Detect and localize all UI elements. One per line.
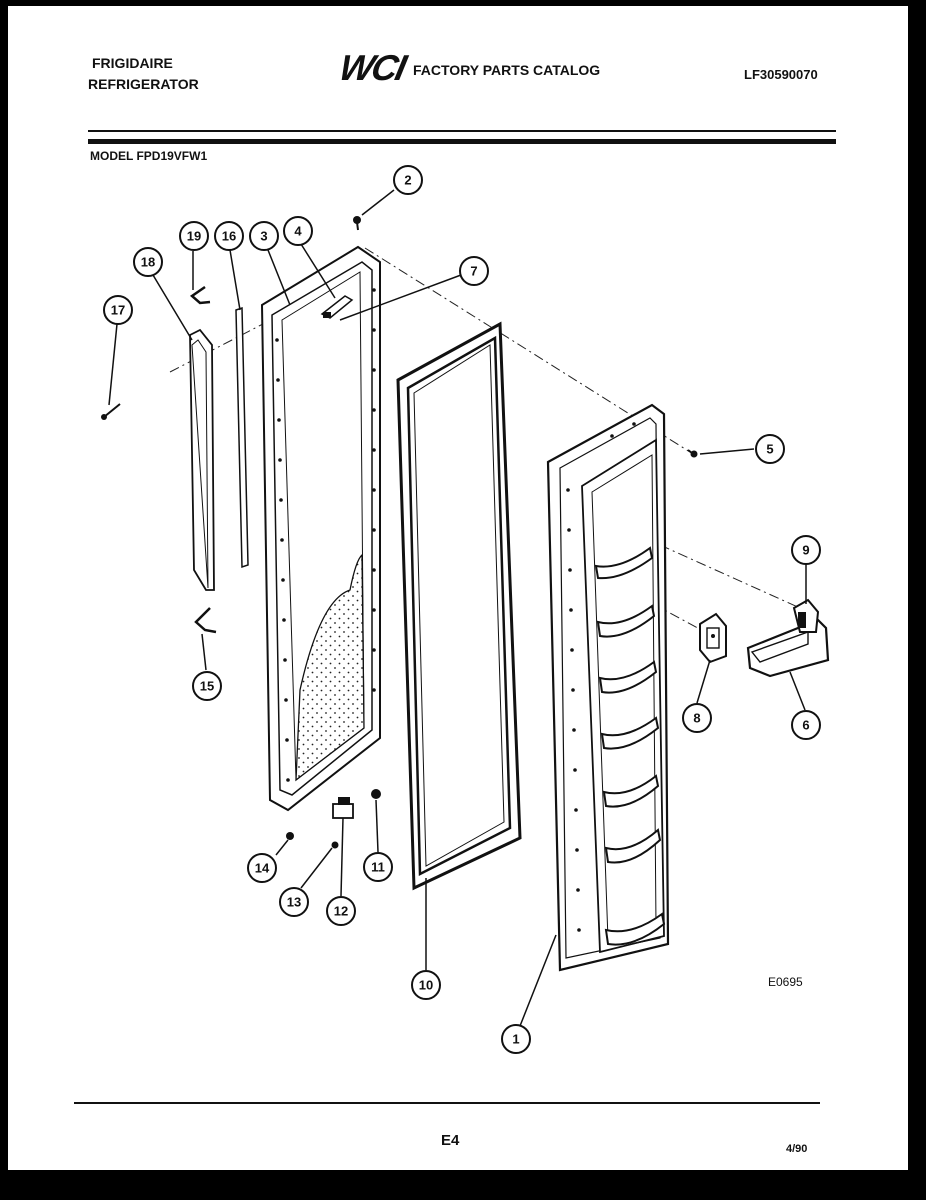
callout-9: 9 [791, 535, 821, 565]
brand-name: FRIGIDAIRE [92, 55, 173, 71]
callout-19: 19 [179, 221, 209, 251]
page-number: E4 [441, 1132, 460, 1149]
header-rule-thick [88, 139, 836, 144]
svg-text:12: 12 [334, 904, 348, 919]
svg-text:16: 16 [222, 229, 236, 244]
vertical-strip [235, 306, 249, 569]
lower-clip [194, 607, 217, 634]
callout-12: 12 [326, 896, 356, 926]
svg-text:8: 8 [693, 711, 700, 726]
callout-4: 4 [283, 216, 313, 246]
callout-8: 8 [682, 703, 712, 733]
svg-text:5: 5 [766, 442, 773, 457]
callout-18: 18 [133, 247, 163, 277]
handle-trim [189, 328, 215, 591]
header-rule [88, 130, 836, 132]
svg-text:6: 6 [802, 718, 809, 733]
callout-6: 6 [791, 710, 821, 740]
screw-17 [101, 403, 121, 420]
door-liner [546, 403, 670, 972]
svg-text:3: 3 [260, 229, 267, 244]
callout-1: 1 [501, 1024, 531, 1054]
model-number: MODEL FPD19VFW1 [90, 149, 208, 163]
callout-17: 17 [103, 295, 133, 325]
callout-3: 3 [249, 221, 279, 251]
parts-catalog-sheet: FRIGIDAIRE REFRIGERATOR WCI FACTORY PART… [8, 6, 908, 1170]
svg-text:2: 2 [404, 173, 411, 188]
product-type: REFRIGERATOR [88, 76, 199, 92]
svg-text:14: 14 [255, 861, 270, 876]
top-hinge-bracket [320, 295, 354, 319]
callout-15: 15 [192, 671, 222, 701]
svg-text:11: 11 [371, 860, 385, 875]
callout-5: 5 [755, 434, 785, 464]
drawing-code: E0695 [768, 975, 803, 989]
callout-2: 2 [393, 165, 423, 195]
svg-text:17: 17 [111, 303, 125, 318]
callout-16: 16 [214, 221, 244, 251]
bottom-hardware [286, 789, 381, 849]
svg-text:18: 18 [141, 255, 155, 270]
door-gasket [396, 321, 522, 891]
inner-door-panel [260, 245, 381, 812]
svg-text:9: 9 [802, 543, 809, 558]
callout-11: 11 [363, 852, 393, 882]
svg-text:10: 10 [419, 978, 433, 993]
callout-7: 7 [459, 256, 489, 286]
callout-10: 10 [411, 970, 441, 1000]
svg-text:1: 1 [512, 1032, 519, 1047]
upper-clip [189, 285, 211, 305]
svg-text:15: 15 [200, 679, 214, 694]
callout-14: 14 [247, 853, 277, 883]
screw-5 [687, 449, 698, 458]
screw-2 [353, 216, 361, 231]
svg-text:4: 4 [294, 224, 302, 239]
callout-13: 13 [279, 887, 309, 917]
footer-rule [74, 1102, 820, 1104]
door-hinge [699, 612, 727, 664]
svg-text:13: 13 [287, 895, 301, 910]
callouts: 2 19 16 3 4 18 7 17 5 9 15 8 6 14 11 13 … [103, 165, 821, 1054]
catalog-part-number: LF30590070 [744, 67, 818, 82]
catalog-date: 4/90 [786, 1143, 808, 1155]
door-handle [746, 598, 830, 678]
leader-lines [108, 189, 807, 1027]
catalog-title: FACTORY PARTS CATALOG [413, 62, 601, 78]
svg-text:7: 7 [470, 264, 477, 279]
svg-text:19: 19 [187, 229, 201, 244]
